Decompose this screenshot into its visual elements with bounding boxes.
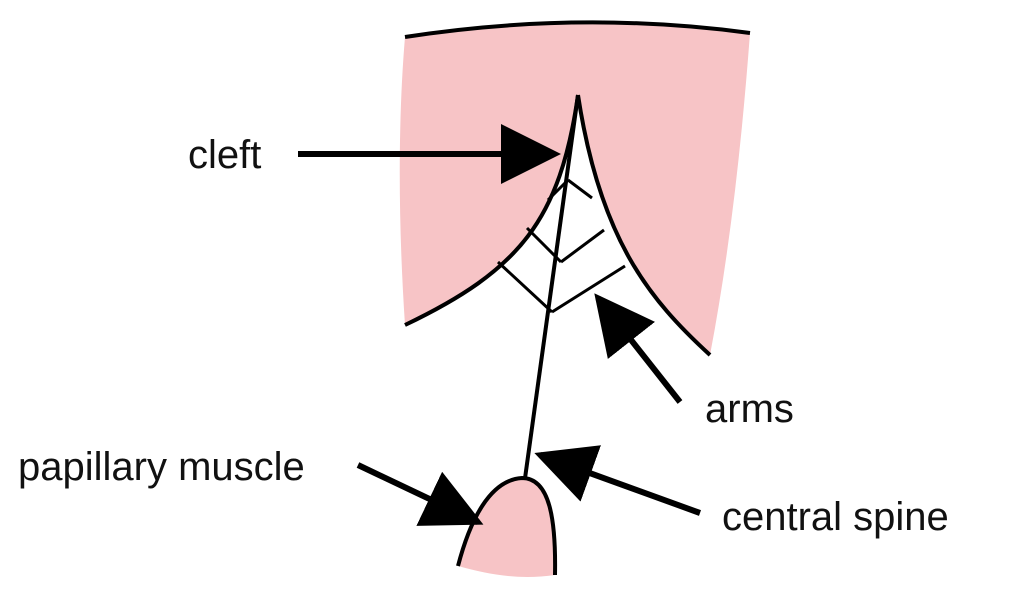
central-spine-label: central spine: [722, 495, 949, 539]
central-spine-arrow: [534, 445, 702, 516]
arms-label: arms: [705, 387, 794, 431]
cleft-left-edge: [404, 94, 580, 327]
arms-arrow: [594, 293, 683, 404]
leaflet-top-edge: [404, 20, 751, 39]
papillary-muscle-shape: [458, 478, 556, 577]
cleft-label: cleft: [188, 133, 261, 177]
cleft-right-edge: [576, 94, 712, 357]
papillary-muscle-arrow: [356, 462, 484, 526]
papillary-muscle-outline: [456, 475, 558, 576]
central-spine-line: [520, 94, 580, 501]
leaflet-tissue: [399, 22, 750, 355]
papillary-muscle-label: papillary muscle: [18, 445, 305, 489]
chordae-arms: [496, 178, 626, 314]
